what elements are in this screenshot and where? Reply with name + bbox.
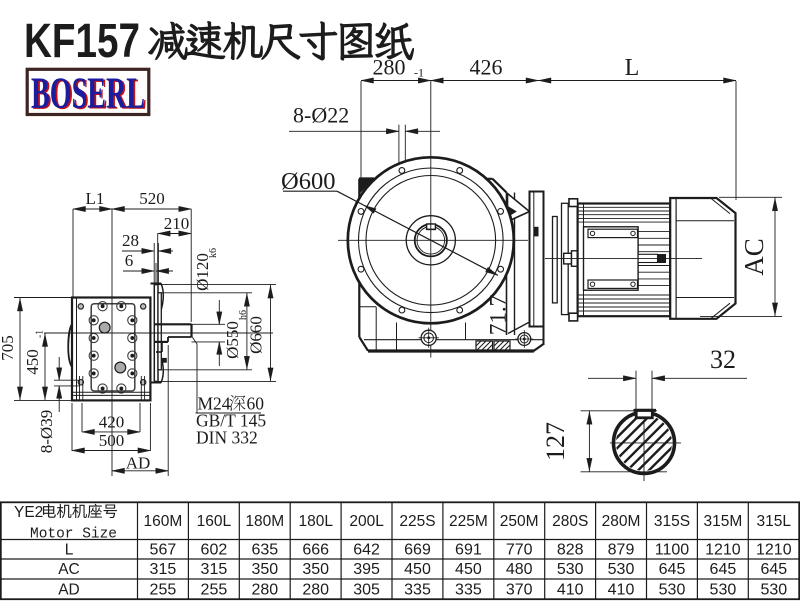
svg-text:L1: L1 xyxy=(86,189,105,208)
svg-text:AD: AD xyxy=(58,581,80,598)
svg-text:h6: h6 xyxy=(238,310,249,320)
svg-text:520: 520 xyxy=(139,189,165,208)
svg-text:-1: -1 xyxy=(35,330,46,338)
svg-text:530: 530 xyxy=(760,581,787,598)
svg-text:315: 315 xyxy=(201,561,228,578)
svg-text:645: 645 xyxy=(659,561,686,578)
svg-text:426: 426 xyxy=(470,55,503,80)
svg-text:635: 635 xyxy=(251,542,278,559)
svg-text:691: 691 xyxy=(455,542,482,559)
svg-text:705: 705 xyxy=(0,335,17,361)
svg-text:Ø660: Ø660 xyxy=(247,316,266,354)
svg-text:879: 879 xyxy=(608,542,635,559)
svg-text:225M: 225M xyxy=(449,513,488,530)
svg-text:180L: 180L xyxy=(298,513,333,530)
svg-text:8-Ø39: 8-Ø39 xyxy=(37,410,56,453)
svg-text:315S: 315S xyxy=(654,513,690,530)
svg-text:AD: AD xyxy=(126,454,151,473)
svg-text:1210: 1210 xyxy=(756,542,792,559)
svg-text:200L: 200L xyxy=(349,513,384,530)
svg-text:567: 567 xyxy=(150,542,177,559)
svg-text:Ø120: Ø120 xyxy=(193,253,212,291)
svg-text:1210: 1210 xyxy=(705,542,741,559)
svg-text:335: 335 xyxy=(404,581,431,598)
svg-text:420: 420 xyxy=(99,413,125,432)
svg-text:530: 530 xyxy=(710,581,737,598)
svg-text:410: 410 xyxy=(608,581,635,598)
svg-text:BOSERL: BOSERL xyxy=(33,69,147,118)
svg-text:530: 530 xyxy=(608,561,635,578)
svg-text:666: 666 xyxy=(302,542,329,559)
svg-text:500: 500 xyxy=(99,431,125,450)
svg-text:315L: 315L xyxy=(757,513,792,530)
svg-text:335: 335 xyxy=(455,581,482,598)
svg-text:BOSERL: BOSERL xyxy=(31,68,145,117)
svg-text:225S: 225S xyxy=(399,513,435,530)
svg-text:530: 530 xyxy=(557,561,584,578)
svg-text:1100: 1100 xyxy=(655,542,690,559)
svg-text:669: 669 xyxy=(404,542,431,559)
svg-text:645: 645 xyxy=(760,561,787,578)
svg-text:28: 28 xyxy=(122,231,139,250)
svg-text:530: 530 xyxy=(659,581,686,598)
svg-text:-1: -1 xyxy=(414,66,424,80)
svg-text:L: L xyxy=(625,55,640,81)
svg-text:280: 280 xyxy=(251,581,278,598)
svg-text:450: 450 xyxy=(404,561,431,578)
svg-text:60: 60 xyxy=(247,394,265,414)
svg-text:828: 828 xyxy=(557,542,584,559)
svg-text:370: 370 xyxy=(506,581,533,598)
svg-text:6: 6 xyxy=(125,251,134,270)
svg-text:180M: 180M xyxy=(245,513,284,530)
svg-text:Ø600: Ø600 xyxy=(281,168,335,195)
svg-text:642: 642 xyxy=(353,542,380,559)
svg-text:255: 255 xyxy=(150,581,177,598)
svg-text:305: 305 xyxy=(353,581,380,598)
svg-text:127: 127 xyxy=(541,422,570,461)
svg-text:480: 480 xyxy=(506,561,533,578)
svg-text:Ø550: Ø550 xyxy=(223,321,242,359)
svg-text:160L: 160L xyxy=(197,513,232,530)
svg-text:315M: 315M xyxy=(704,513,743,530)
svg-text:280: 280 xyxy=(373,55,406,80)
svg-text:GB/T 145: GB/T 145 xyxy=(196,411,266,431)
svg-text:DIN 332: DIN 332 xyxy=(196,428,258,448)
svg-text:250M: 250M xyxy=(500,513,539,530)
svg-text:350: 350 xyxy=(251,561,278,578)
svg-text:280M: 280M xyxy=(602,513,641,530)
svg-text:255: 255 xyxy=(201,581,228,598)
svg-text:160M: 160M xyxy=(144,513,183,530)
svg-text:450: 450 xyxy=(455,561,482,578)
svg-text:M24: M24 xyxy=(198,394,231,414)
svg-text:450: 450 xyxy=(23,349,42,375)
svg-text:AC: AC xyxy=(739,238,769,276)
svg-text:770: 770 xyxy=(506,542,533,559)
svg-text:315: 315 xyxy=(150,561,177,578)
svg-text:395: 395 xyxy=(353,561,380,578)
svg-text:645: 645 xyxy=(710,561,737,578)
svg-text:71.7: 71.7 xyxy=(486,295,511,335)
svg-text:Motor Size: Motor Size xyxy=(30,527,117,543)
svg-text:210: 210 xyxy=(164,214,190,233)
svg-text:32: 32 xyxy=(710,345,736,374)
svg-text:KF157: KF157 xyxy=(24,15,140,68)
svg-text:280S: 280S xyxy=(552,513,588,530)
svg-text:350: 350 xyxy=(302,561,329,578)
svg-text:YE2: YE2 xyxy=(14,504,43,521)
svg-text:AC: AC xyxy=(58,561,80,578)
svg-text:280: 280 xyxy=(302,581,329,598)
svg-text:L: L xyxy=(65,542,74,559)
svg-text:602: 602 xyxy=(201,542,228,559)
svg-text:k6: k6 xyxy=(208,248,219,258)
svg-text:8-Ø22: 8-Ø22 xyxy=(293,103,349,128)
svg-text:410: 410 xyxy=(557,581,584,598)
